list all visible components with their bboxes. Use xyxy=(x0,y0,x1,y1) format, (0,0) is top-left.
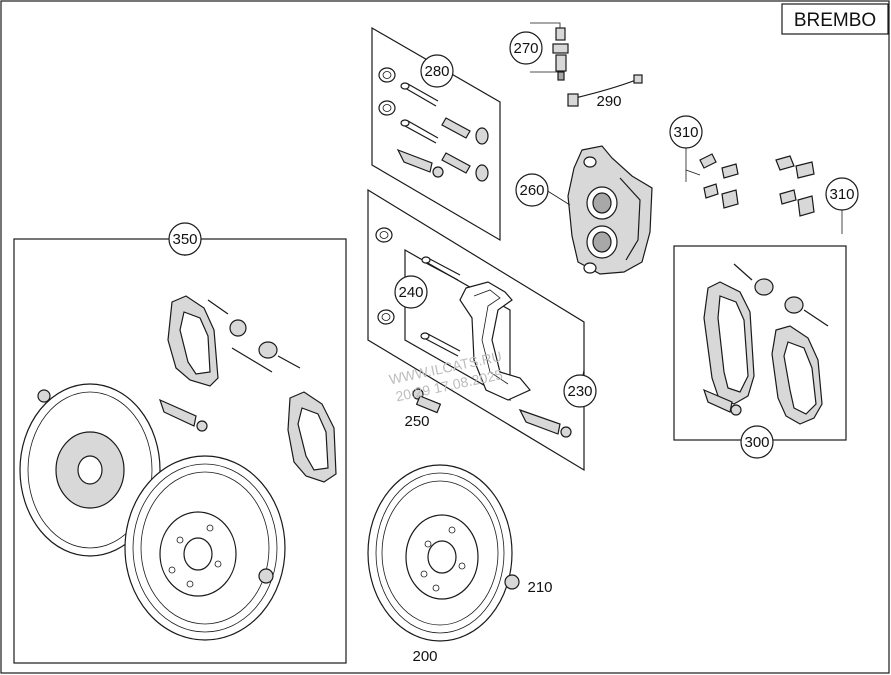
callout-290-label: 290 xyxy=(596,93,621,110)
callout-280-label: 280 xyxy=(424,63,449,80)
callout-310a[interactable]: 310 xyxy=(669,115,703,149)
kit-240-230-group xyxy=(367,188,585,472)
brand-label: BREMBO xyxy=(794,10,876,31)
callout-230[interactable]: 230 xyxy=(563,374,597,408)
callout-250-label: 250 xyxy=(404,413,429,430)
sensor-group xyxy=(530,22,643,107)
callout-310a-label: 310 xyxy=(673,124,698,141)
callout-310b-label: 310 xyxy=(829,186,854,203)
pad-kit-300 xyxy=(673,245,847,441)
disc-200 xyxy=(367,464,520,642)
callout-240-label: 240 xyxy=(398,284,423,301)
callout-210-label: 210 xyxy=(527,579,552,596)
callout-270[interactable]: 270 xyxy=(509,31,543,65)
callout-210[interactable]: 210 xyxy=(527,579,552,596)
callout-280[interactable]: 280 xyxy=(420,54,454,88)
callout-250[interactable]: 250 xyxy=(404,413,429,430)
callout-270-label: 270 xyxy=(513,40,538,57)
callout-200[interactable]: 200 xyxy=(412,648,437,665)
watermark: WWW.ILCATS.RU 20:29 17.08.2025 xyxy=(388,348,505,405)
callout-310b[interactable]: 310 xyxy=(825,177,859,211)
disc-kit-350 xyxy=(13,238,347,664)
callout-260-label: 260 xyxy=(519,182,544,199)
callout-240[interactable]: 240 xyxy=(394,275,428,309)
callout-230-label: 230 xyxy=(567,383,592,400)
kit-280-group xyxy=(371,26,501,242)
callout-200-label: 200 xyxy=(412,648,437,665)
clips-310-group xyxy=(685,146,843,234)
callout-350[interactable]: 350 xyxy=(168,222,202,256)
callout-300[interactable]: 300 xyxy=(740,425,774,459)
callout-260[interactable]: 260 xyxy=(515,173,549,207)
brand-box: BREMBO xyxy=(781,3,889,35)
callout-290[interactable]: 290 xyxy=(596,93,621,110)
callout-300-label: 300 xyxy=(744,434,769,451)
caliper-260 xyxy=(567,145,653,275)
callout-350-label: 350 xyxy=(172,231,197,248)
